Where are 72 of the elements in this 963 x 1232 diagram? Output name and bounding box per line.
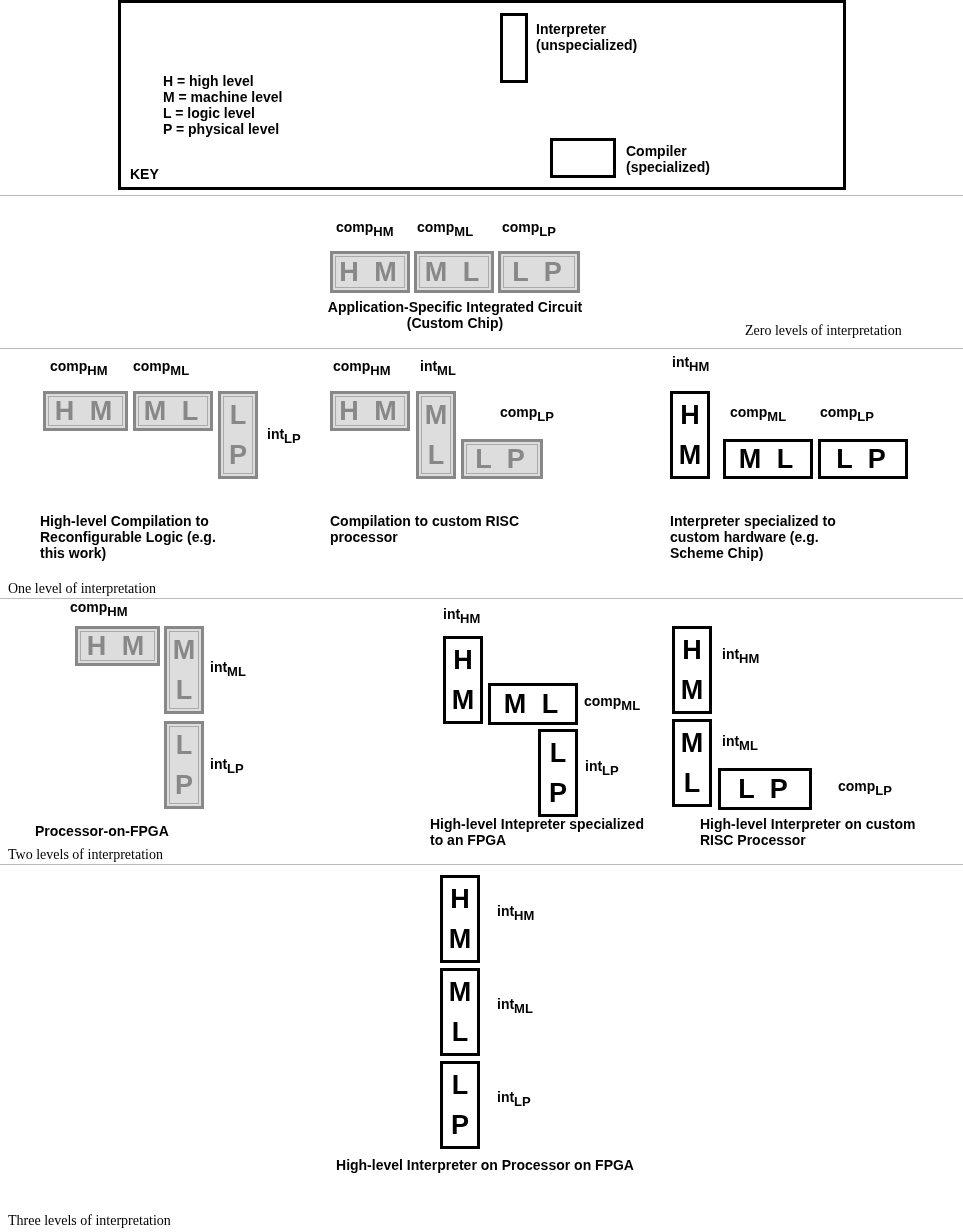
interpreter-block bbox=[440, 1061, 480, 1149]
interpreter-block bbox=[440, 875, 480, 963]
level-letters: L P bbox=[475, 443, 529, 476]
compiler-block bbox=[218, 391, 258, 479]
level-letters: H M bbox=[448, 883, 472, 956]
section-title: One level of interpretation bbox=[8, 581, 158, 597]
level-letters: L P bbox=[228, 399, 248, 472]
interpreter-block bbox=[443, 636, 483, 724]
level-letters: H M bbox=[451, 644, 475, 717]
level-letters: M L bbox=[424, 399, 448, 472]
key-text: M = machine level bbox=[163, 89, 284, 105]
level-letters: M L bbox=[448, 976, 472, 1049]
compiler-block bbox=[133, 391, 213, 431]
level-letters: H M bbox=[54, 395, 117, 428]
level-letters: M L bbox=[738, 443, 798, 476]
compiler-block bbox=[330, 251, 410, 293]
interpreter-block bbox=[670, 391, 710, 479]
interpreter-block bbox=[818, 439, 908, 479]
key-description: Compiler (specialized) bbox=[626, 143, 712, 175]
compiler-block bbox=[164, 626, 204, 714]
interpreter-block bbox=[488, 683, 578, 725]
compiler-block bbox=[75, 626, 160, 666]
compiler-block bbox=[330, 391, 410, 431]
level-letters: H M bbox=[86, 630, 149, 663]
level-letters: H M bbox=[678, 399, 702, 472]
key-text: H = high level bbox=[163, 73, 255, 89]
interpreter-block bbox=[440, 968, 480, 1056]
config-label: Compilation to custom RISC processor bbox=[330, 513, 520, 545]
compiler-block bbox=[414, 251, 494, 293]
config-label: High-level Compilation to Reconfigurable Logic (e.g. this work) bbox=[40, 513, 217, 561]
config-label: Processor-on-FPGA bbox=[35, 823, 170, 839]
level-letters: L P bbox=[738, 773, 792, 806]
interpreter-block bbox=[723, 439, 813, 479]
key-panel bbox=[118, 0, 846, 190]
interpreter-block bbox=[718, 768, 812, 810]
level-letters: L P bbox=[174, 729, 194, 802]
compiler-block bbox=[498, 251, 580, 293]
config-label: High-level Interpreter on Processor on FPGA bbox=[335, 1157, 635, 1173]
key-text: L = logic level bbox=[163, 105, 256, 121]
compiler-block bbox=[43, 391, 128, 431]
config-label: High-level Intepreter specialized to an FPGA bbox=[430, 816, 645, 848]
interpreter-block bbox=[538, 729, 578, 817]
section-panel bbox=[0, 348, 963, 596]
key-sample-box bbox=[550, 138, 616, 178]
compiler-block bbox=[416, 391, 456, 479]
level-letters: M L bbox=[424, 256, 484, 289]
level-letters: M L bbox=[143, 395, 203, 428]
level-letters: L P bbox=[836, 443, 890, 476]
key-description: Interpreter (unspecialized) bbox=[536, 21, 639, 53]
config-label: Application-Specific Integrated Circuit (Custom Chip) bbox=[326, 299, 584, 331]
level-letters: H M bbox=[680, 634, 704, 707]
level-letters: M L bbox=[172, 634, 196, 707]
level-letters: M L bbox=[680, 727, 704, 800]
section-title: Three levels of interpretation bbox=[8, 1213, 172, 1229]
compiler-block bbox=[164, 721, 204, 809]
config-label: Interpreter specialized to custom hardware (e.g. Scheme Chip) bbox=[670, 513, 837, 561]
interpreter-block bbox=[672, 719, 712, 807]
compiler-block bbox=[461, 439, 543, 479]
section-title: Two levels of interpretation bbox=[8, 847, 164, 863]
interpreter-block bbox=[672, 626, 712, 714]
config-label: High-level Interpreter on custom RISC Processor bbox=[700, 816, 917, 848]
key-sample-box bbox=[500, 13, 528, 83]
key-text: KEY bbox=[130, 166, 160, 182]
level-letters: L P bbox=[548, 737, 568, 810]
level-letters: L P bbox=[512, 256, 566, 289]
section-title: Zero levels of interpretation bbox=[745, 323, 903, 339]
level-letters: L P bbox=[450, 1069, 470, 1142]
section-panel bbox=[0, 598, 963, 862]
level-letters: H M bbox=[339, 256, 401, 289]
level-letters: H M bbox=[339, 395, 401, 428]
key-text: P = physical level bbox=[163, 121, 281, 137]
level-letters: M L bbox=[503, 688, 563, 721]
